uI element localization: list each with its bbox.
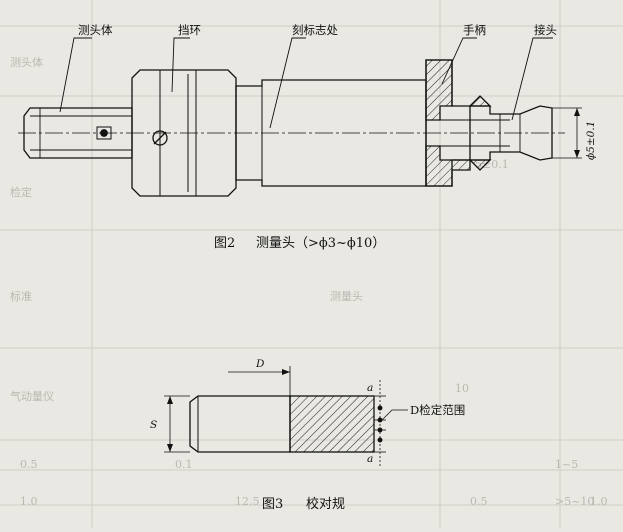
ghost-text: 标准 <box>10 289 32 303</box>
ghost-text: 0.5 <box>20 458 38 471</box>
ghost-text: >5~10 <box>555 495 594 508</box>
ghost-text: 气动量仪 <box>10 389 54 403</box>
dimension-d: D <box>255 358 265 370</box>
leader-engraving-mark <box>269 37 306 129</box>
ghost-text: 0.1 <box>175 458 193 471</box>
ghost-text: 测头体 <box>10 55 43 69</box>
ghost-text: 检定 <box>10 185 32 199</box>
label-probe-body: 测头体 <box>78 23 113 37</box>
dimension-s: S <box>150 419 157 431</box>
handle-section-bottom <box>425 145 471 187</box>
figure-2-measuring-head <box>18 37 582 197</box>
leader-retaining-ring <box>171 37 190 93</box>
leader-handle <box>441 37 477 85</box>
ghost-text: 12.5 <box>235 495 260 508</box>
leader-range <box>381 409 408 421</box>
leader-connector <box>511 37 553 121</box>
label-d-range: D检定范围 <box>410 403 465 417</box>
figure-3-caption-title: 校对规 <box>306 496 345 512</box>
figure-2-caption-title: 测量头（>ϕ3~ϕ10） <box>256 236 385 251</box>
bleed-through-text: 测头体 检定 标准 5±0.1 0.5 0.1 1.0 0.5 10 1~5 >… <box>10 55 608 508</box>
figure-2-caption-number: 图2 <box>214 236 235 251</box>
connector-outline <box>470 105 553 161</box>
leader-probe-body <box>59 37 92 113</box>
dimension-a-bottom: a <box>367 453 373 465</box>
dimension-phi5: ϕ5±0.1 <box>585 121 597 160</box>
retaining-ring-outline <box>131 69 237 197</box>
label-connector: 接头 <box>534 23 557 37</box>
figure-3-caption-number: 图3 <box>262 497 283 512</box>
ghost-text: 0.5 <box>470 495 488 508</box>
gauge-left-section <box>189 395 291 453</box>
ghost-text: 10 <box>455 382 469 395</box>
gauge-hatched-section <box>289 395 375 453</box>
figure-3-calibration-gauge <box>164 366 408 468</box>
screw-icon <box>152 130 168 146</box>
handle-section-top <box>425 59 453 121</box>
ghost-text: 1.0 <box>20 495 38 508</box>
ghost-text: 测量头 <box>330 290 363 303</box>
label-engraving-mark: 刻标志处 <box>292 23 338 37</box>
measuring-nozzle <box>96 126 112 140</box>
ghost-text: 1~5 <box>555 458 578 471</box>
label-handle: 手柄 <box>463 23 486 37</box>
label-retaining-ring: 挡环 <box>178 23 201 37</box>
dimension-a-top: a <box>367 382 373 394</box>
ghost-text: 1.0 <box>590 495 608 508</box>
